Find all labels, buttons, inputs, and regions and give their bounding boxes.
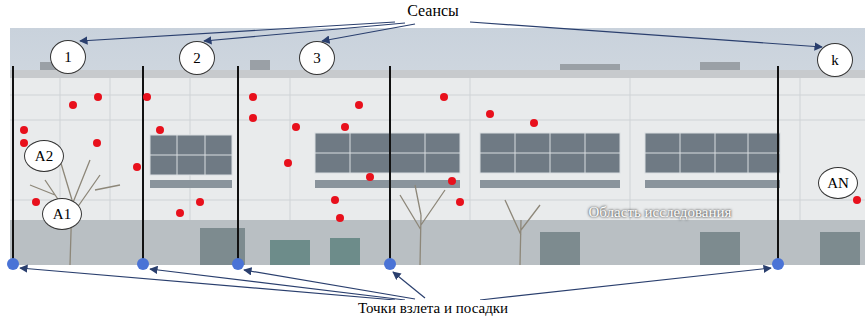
- session-number: 3: [299, 41, 335, 75]
- session-number: 1: [50, 40, 86, 74]
- session-number: k: [817, 43, 853, 77]
- group-title: Сеансы: [404, 2, 462, 20]
- group-title: Точки взлета и посадки: [355, 300, 511, 317]
- survey-points: [20, 93, 861, 222]
- node-text: 2: [193, 51, 201, 66]
- point-tag: A1: [42, 198, 82, 230]
- point-tag: AN: [818, 167, 858, 199]
- node-text: 3: [313, 51, 321, 66]
- node-text: A2: [35, 149, 53, 164]
- node-text: A1: [53, 207, 71, 222]
- point-tag: A2: [24, 140, 64, 172]
- node-text: k: [831, 53, 839, 68]
- session-number: 2: [179, 41, 215, 75]
- node-text: AN: [827, 176, 849, 191]
- region-label: Область исследования: [586, 204, 735, 221]
- takeoff-points: [7, 258, 784, 270]
- node-text: 1: [64, 50, 72, 65]
